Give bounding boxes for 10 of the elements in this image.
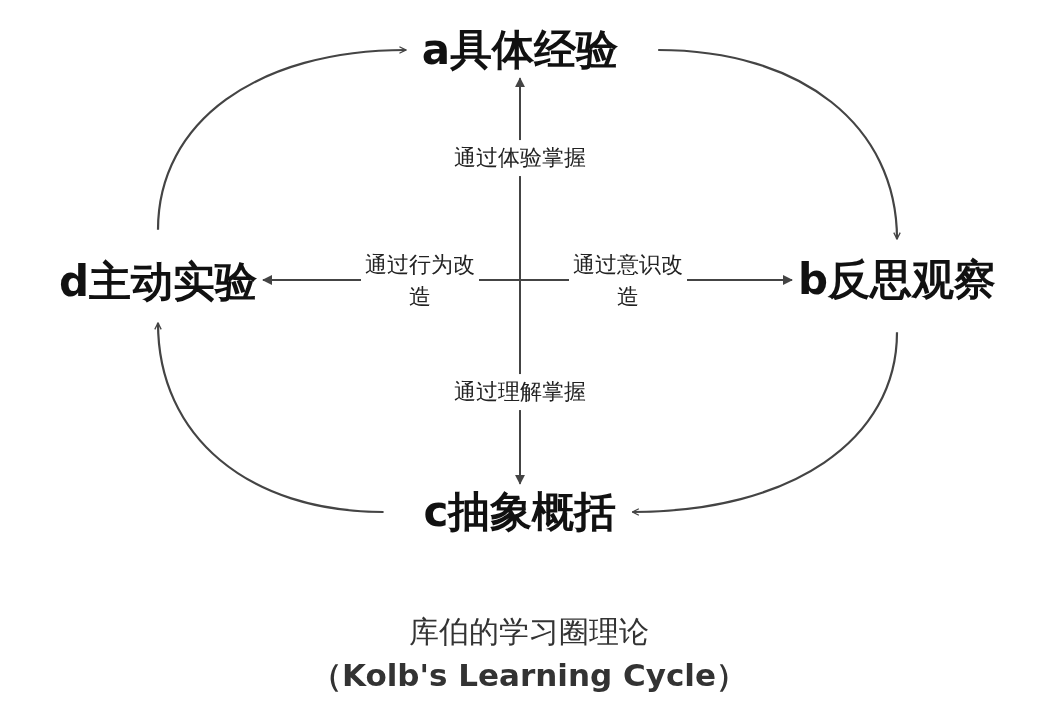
arrow: [154, 322, 384, 514]
arrow: [631, 332, 899, 516]
stage-label: b反思观察: [797, 255, 997, 305]
arrow: [658, 48, 901, 240]
title: 库伯的学习圈理论: [409, 614, 649, 649]
arrow: [156, 46, 407, 230]
caption: （Kolb's Learning Cycle）: [310, 657, 747, 693]
stage-label: a具体经验: [421, 25, 619, 75]
stage-label: c抽象概括: [423, 487, 617, 537]
stage-label: d主动实验: [58, 257, 258, 307]
